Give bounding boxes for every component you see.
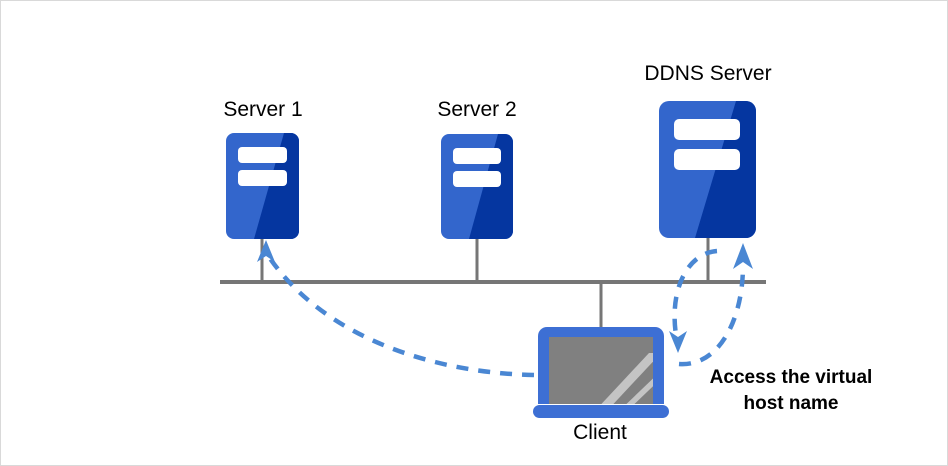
node-label-client: Client bbox=[573, 421, 627, 444]
dashed-arrow-client-to-ddns bbox=[678, 243, 753, 367]
node-label-server2: Server 2 bbox=[437, 98, 517, 121]
server-icon-server1 bbox=[226, 133, 299, 239]
dashed-arrow-client-to-server1 bbox=[257, 240, 535, 378]
server-bar-top bbox=[674, 119, 740, 140]
dashed-arrow-ddns-to-client bbox=[669, 248, 718, 353]
arrowhead-client-down bbox=[669, 331, 687, 353]
server-bar-bottom bbox=[453, 171, 501, 187]
node-label-server1: Server 1 bbox=[223, 98, 303, 121]
arrowhead-server1 bbox=[257, 240, 275, 262]
server-icon-ddns bbox=[659, 101, 756, 238]
server-bar-bottom bbox=[674, 149, 740, 170]
arrowhead-ddns-up bbox=[733, 243, 753, 269]
server-bar-top bbox=[453, 148, 501, 164]
laptop-base bbox=[533, 405, 669, 418]
laptop-icon-client bbox=[533, 327, 669, 418]
laptop-screen-highlight bbox=[593, 353, 653, 406]
node-label-ddns-server: DDNS Server bbox=[644, 62, 772, 85]
annotation-access-virtual-host-name: Access the virtual host name bbox=[709, 367, 873, 414]
server-bar-top bbox=[238, 147, 287, 163]
server-icon-server2 bbox=[441, 134, 513, 239]
server-bar-bottom bbox=[238, 170, 287, 186]
